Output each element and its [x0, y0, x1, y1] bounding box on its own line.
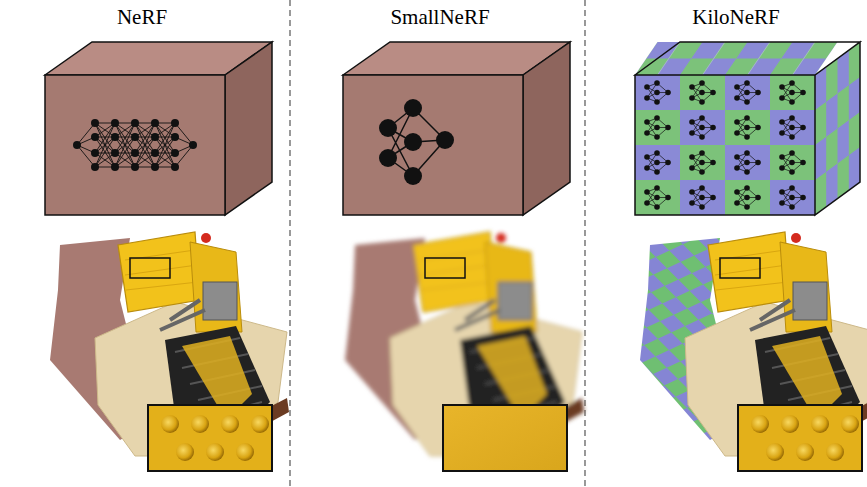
kilonerf-cube: [635, 42, 860, 215]
smallnerf-render: [345, 232, 584, 471]
smallnerf-cube: [343, 42, 570, 215]
kilonerf-render: [640, 232, 867, 471]
large-mlp-icon: [73, 119, 197, 171]
separator: [289, 0, 290, 487]
separator: [584, 0, 585, 487]
panel-title: KiloNeRF: [692, 6, 780, 29]
panel-title: SmallNeRF: [390, 6, 489, 29]
nerf-cube: [45, 42, 272, 215]
panel-title: NeRF: [117, 6, 167, 29]
small-mlp-icon: [379, 99, 454, 185]
nerf-render: [50, 232, 289, 471]
